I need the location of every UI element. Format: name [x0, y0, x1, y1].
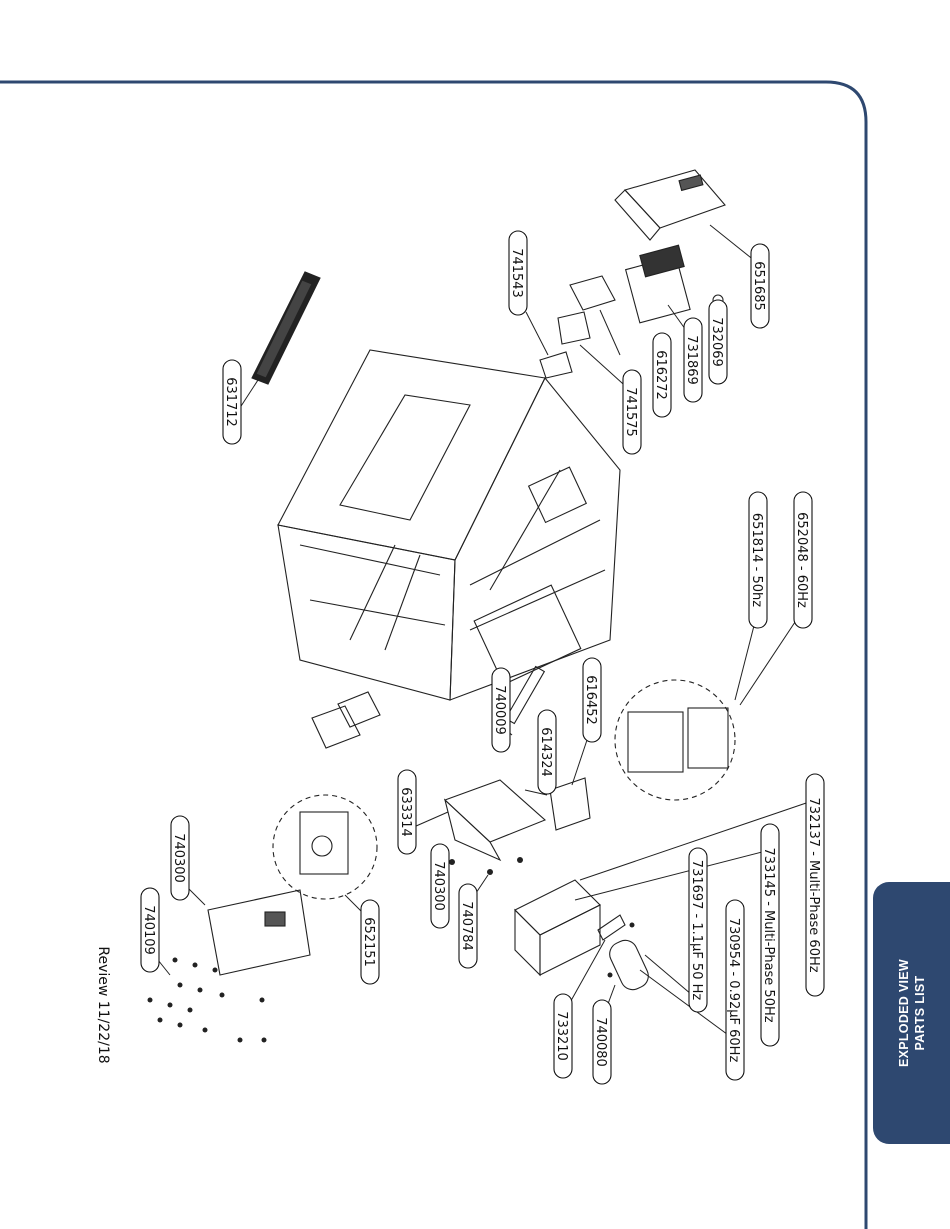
callout-651814: 651814 - 50hz — [749, 492, 767, 628]
filter-drawing — [252, 272, 320, 384]
control-box-drawing — [615, 170, 725, 240]
callout-631712: 631712 — [223, 360, 241, 444]
svg-text:731697 - 1.1µF 50 Hz: 731697 - 1.1µF 50 Hz — [689, 860, 704, 1001]
callout-616452: 616452 — [583, 658, 601, 742]
section-tab-line2: PARTS LIST — [912, 893, 928, 1133]
hv-transformer-drawing — [515, 880, 600, 975]
svg-text:740300: 740300 — [431, 861, 446, 911]
svg-text:740300: 740300 — [171, 833, 186, 883]
svg-text:633314: 633314 — [398, 787, 413, 837]
transformer-drawing — [626, 245, 690, 323]
svg-text:614324: 614324 — [538, 727, 553, 777]
svg-text:730954 - 0.92µF 60Hz: 730954 - 0.92µF 60Hz — [726, 918, 741, 1063]
callout-740009: 740009 — [492, 668, 510, 752]
svg-text:740109: 740109 — [141, 905, 156, 955]
callout-730954: 730954 - 0.92µF 60Hz — [726, 900, 744, 1080]
svg-text:732137 - Multi-Phase 60Hz: 732137 - Multi-Phase 60Hz — [806, 797, 821, 972]
callout-741575: 741575 — [623, 370, 641, 454]
callout-732137: 732137 - Multi-Phase 60Hz — [806, 774, 824, 996]
callout-614324: 614324 — [538, 710, 556, 794]
review-date: Review 11/22/18 — [95, 946, 111, 1063]
svg-text:Review 11/22/18: Review 11/22/18 — [95, 946, 111, 1063]
svg-text:741575: 741575 — [623, 387, 638, 437]
svg-text:733210: 733210 — [554, 1011, 569, 1061]
callout-740300-b: 740300 — [171, 816, 189, 900]
svg-text:740784: 740784 — [459, 901, 474, 951]
svg-text:740080: 740080 — [593, 1017, 608, 1067]
callout-740109: 740109 — [141, 888, 159, 972]
svg-text:732069: 732069 — [709, 317, 724, 367]
svg-text:631712: 631712 — [223, 377, 238, 427]
svg-text:731869: 731869 — [684, 335, 699, 385]
bottom-panel-drawing — [208, 890, 310, 975]
part-callouts: 631712 741543 741575 616272 731869 73206… — [141, 231, 824, 1084]
callout-652048: 652048 - 60Hz — [794, 492, 812, 628]
svg-text:651814 - 50hz: 651814 - 50hz — [749, 513, 764, 607]
callout-633314: 633314 — [398, 770, 416, 854]
callout-741543: 741543 — [509, 231, 527, 315]
svg-text:616452: 616452 — [583, 675, 598, 725]
callout-732069: 732069 — [709, 300, 727, 384]
svg-text:616272: 616272 — [653, 350, 668, 400]
svg-text:733145 - Multi-Phase 50Hz: 733145 - Multi-Phase 50Hz — [761, 847, 776, 1022]
svg-text:741543: 741543 — [509, 248, 524, 298]
callout-731697: 731697 - 1.1µF 50 Hz — [689, 848, 707, 1012]
callout-652151: 652151 — [361, 900, 379, 984]
callout-651685: 651685 — [751, 244, 769, 328]
callout-733210: 733210 — [554, 994, 572, 1078]
oven-cabinet-drawing — [278, 350, 620, 723]
callout-616272: 616272 — [653, 333, 671, 417]
svg-text:740009: 740009 — [492, 685, 507, 735]
section-tab-label: EXPLODED VIEW PARTS LIST — [896, 893, 928, 1133]
svg-text:652151: 652151 — [361, 917, 376, 967]
callout-740784: 740784 — [459, 884, 477, 968]
callout-731869: 731869 — [684, 318, 702, 402]
svg-text:651685: 651685 — [751, 261, 766, 311]
callout-733145: 733145 - Multi-Phase 50Hz — [761, 824, 779, 1046]
callout-740080: 740080 — [593, 1000, 611, 1084]
svg-text:652048 - 60Hz: 652048 - 60Hz — [794, 512, 809, 608]
callout-740300-a: 740300 — [431, 844, 449, 928]
section-tab-line1: EXPLODED VIEW — [896, 893, 912, 1133]
section-tab: EXPLODED VIEW PARTS LIST — [873, 882, 950, 1144]
